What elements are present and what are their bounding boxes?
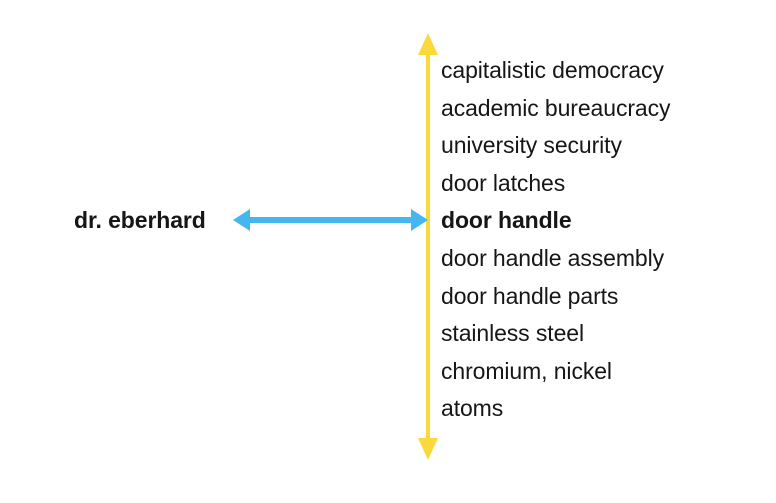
level-item: capitalistic democracy [441, 57, 664, 83]
scale-level-list: capitalistic democracy academic bureaucr… [441, 52, 761, 428]
level-item: university security [441, 132, 622, 159]
axis-shaft [426, 54, 430, 439]
level-item: door handle assembly [441, 244, 665, 271]
level-item: chromium, nickel [441, 357, 612, 384]
arrow-down-icon [418, 438, 438, 460]
actor-label: dr. eberhard [74, 207, 206, 233]
level-item: academic bureaucracy [441, 94, 671, 121]
scale-axis [418, 33, 438, 460]
level-item: door handle parts [441, 282, 619, 309]
level-item-focus: door handle [441, 207, 572, 234]
connector-shaft [249, 217, 412, 223]
level-item: stainless steel [441, 320, 584, 347]
level-item: atoms [441, 395, 504, 422]
arrow-up-icon [418, 33, 438, 55]
arrow-right-icon [411, 209, 428, 231]
observer-connector [233, 209, 428, 231]
arrow-left-icon [233, 209, 250, 231]
level-item: door latches [441, 169, 566, 196]
